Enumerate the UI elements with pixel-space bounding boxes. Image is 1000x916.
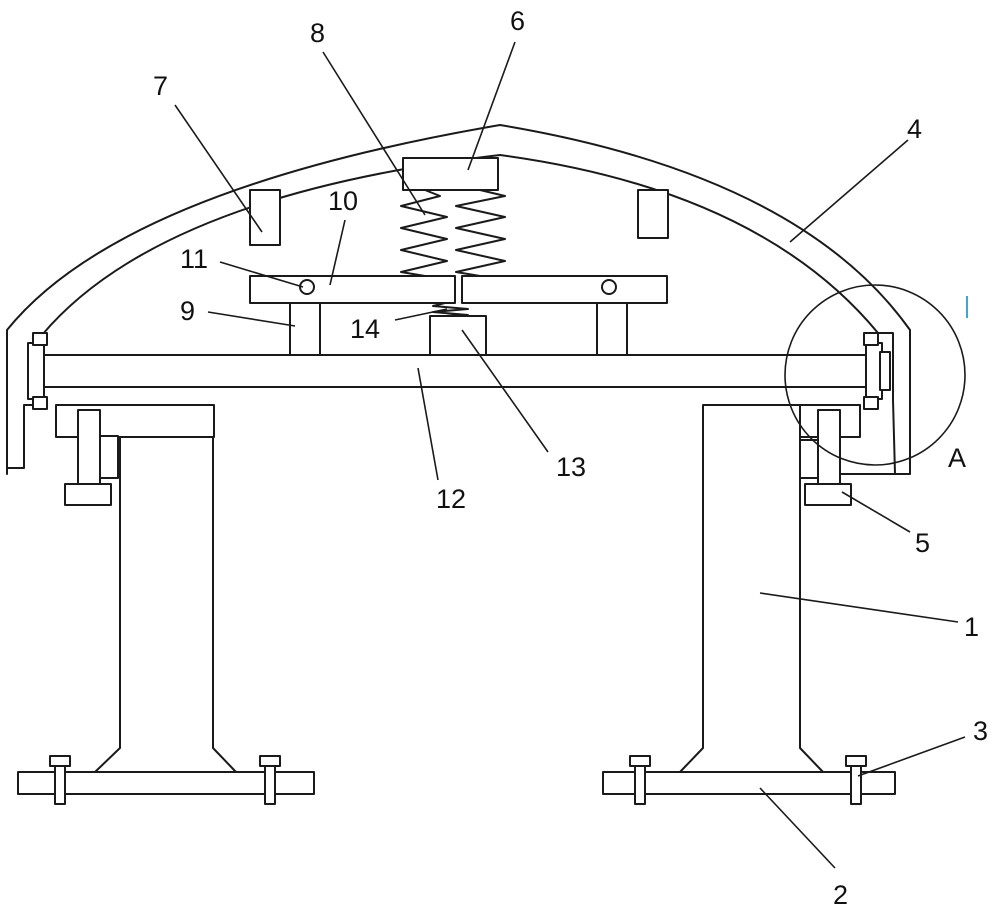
- right-bolt-head: [804, 483, 852, 506]
- left-pivot-pin: [299, 279, 315, 295]
- left-column: [17, 404, 315, 805]
- left-base-bolt-shank-a: [54, 765, 66, 805]
- label-4: 4: [907, 114, 922, 144]
- label-10: 10: [328, 186, 358, 216]
- right-pivot-pin: [601, 279, 617, 295]
- beam-left-end-lug-bottom: [32, 396, 48, 410]
- cross-beam: [27, 332, 891, 410]
- right-clamp-block: [799, 439, 819, 479]
- label-5: 5: [915, 528, 930, 558]
- leader-lines: [174, 41, 966, 869]
- right-stop-post: [637, 189, 669, 239]
- beam-left-end-lug-top: [32, 332, 48, 346]
- beam-body: [41, 354, 879, 388]
- right-base-bolt-shank-b: [850, 765, 862, 805]
- right-pressing-plate: [461, 275, 668, 304]
- right-base-bolt-head-a: [629, 755, 651, 767]
- label-detail-a: A: [948, 443, 966, 473]
- main-spring-right: [455, 189, 506, 277]
- beam-right-end-nut: [879, 351, 891, 391]
- top-mount-block: [402, 157, 499, 191]
- center-seat: [429, 315, 487, 356]
- right-base-bolt-head-b: [845, 755, 867, 767]
- right-column: [602, 404, 896, 805]
- left-bolt-shank: [77, 409, 101, 489]
- label-7: 7: [153, 71, 168, 101]
- left-bolt-head: [64, 483, 112, 506]
- right-bolt-shank: [817, 409, 841, 489]
- label-2: 2: [833, 880, 848, 910]
- beam-left-end-plate: [27, 342, 45, 400]
- part-labels: 7 8 6 4 10 11 9 14 12 13 A 5 1 3 2: [153, 6, 988, 910]
- small-spring: [432, 302, 469, 317]
- label-1: 1: [964, 612, 979, 642]
- left-base-bolt-shank-b: [264, 765, 276, 805]
- main-spring-left: [400, 189, 448, 277]
- label-8: 8: [310, 18, 325, 48]
- right-base-bolt-shank-a: [634, 765, 646, 805]
- left-clamp-block: [99, 435, 119, 479]
- left-base-bolt-head-a: [49, 755, 71, 767]
- detail-circle-a: [784, 284, 966, 466]
- beam-right-end-lug-top: [863, 332, 879, 346]
- left-stop-post: [249, 189, 281, 246]
- left-support-leg: [289, 302, 321, 356]
- right-support-leg: [596, 302, 628, 356]
- label-6: 6: [510, 6, 525, 36]
- left-base-bolt-head-b: [259, 755, 281, 767]
- label-9: 9: [180, 296, 195, 326]
- label-11: 11: [180, 244, 208, 274]
- label-13: 13: [556, 452, 586, 482]
- label-14: 14: [350, 314, 380, 344]
- label-3: 3: [973, 716, 988, 746]
- beam-right-end-lug-bottom: [863, 396, 879, 410]
- label-12: 12: [436, 484, 466, 514]
